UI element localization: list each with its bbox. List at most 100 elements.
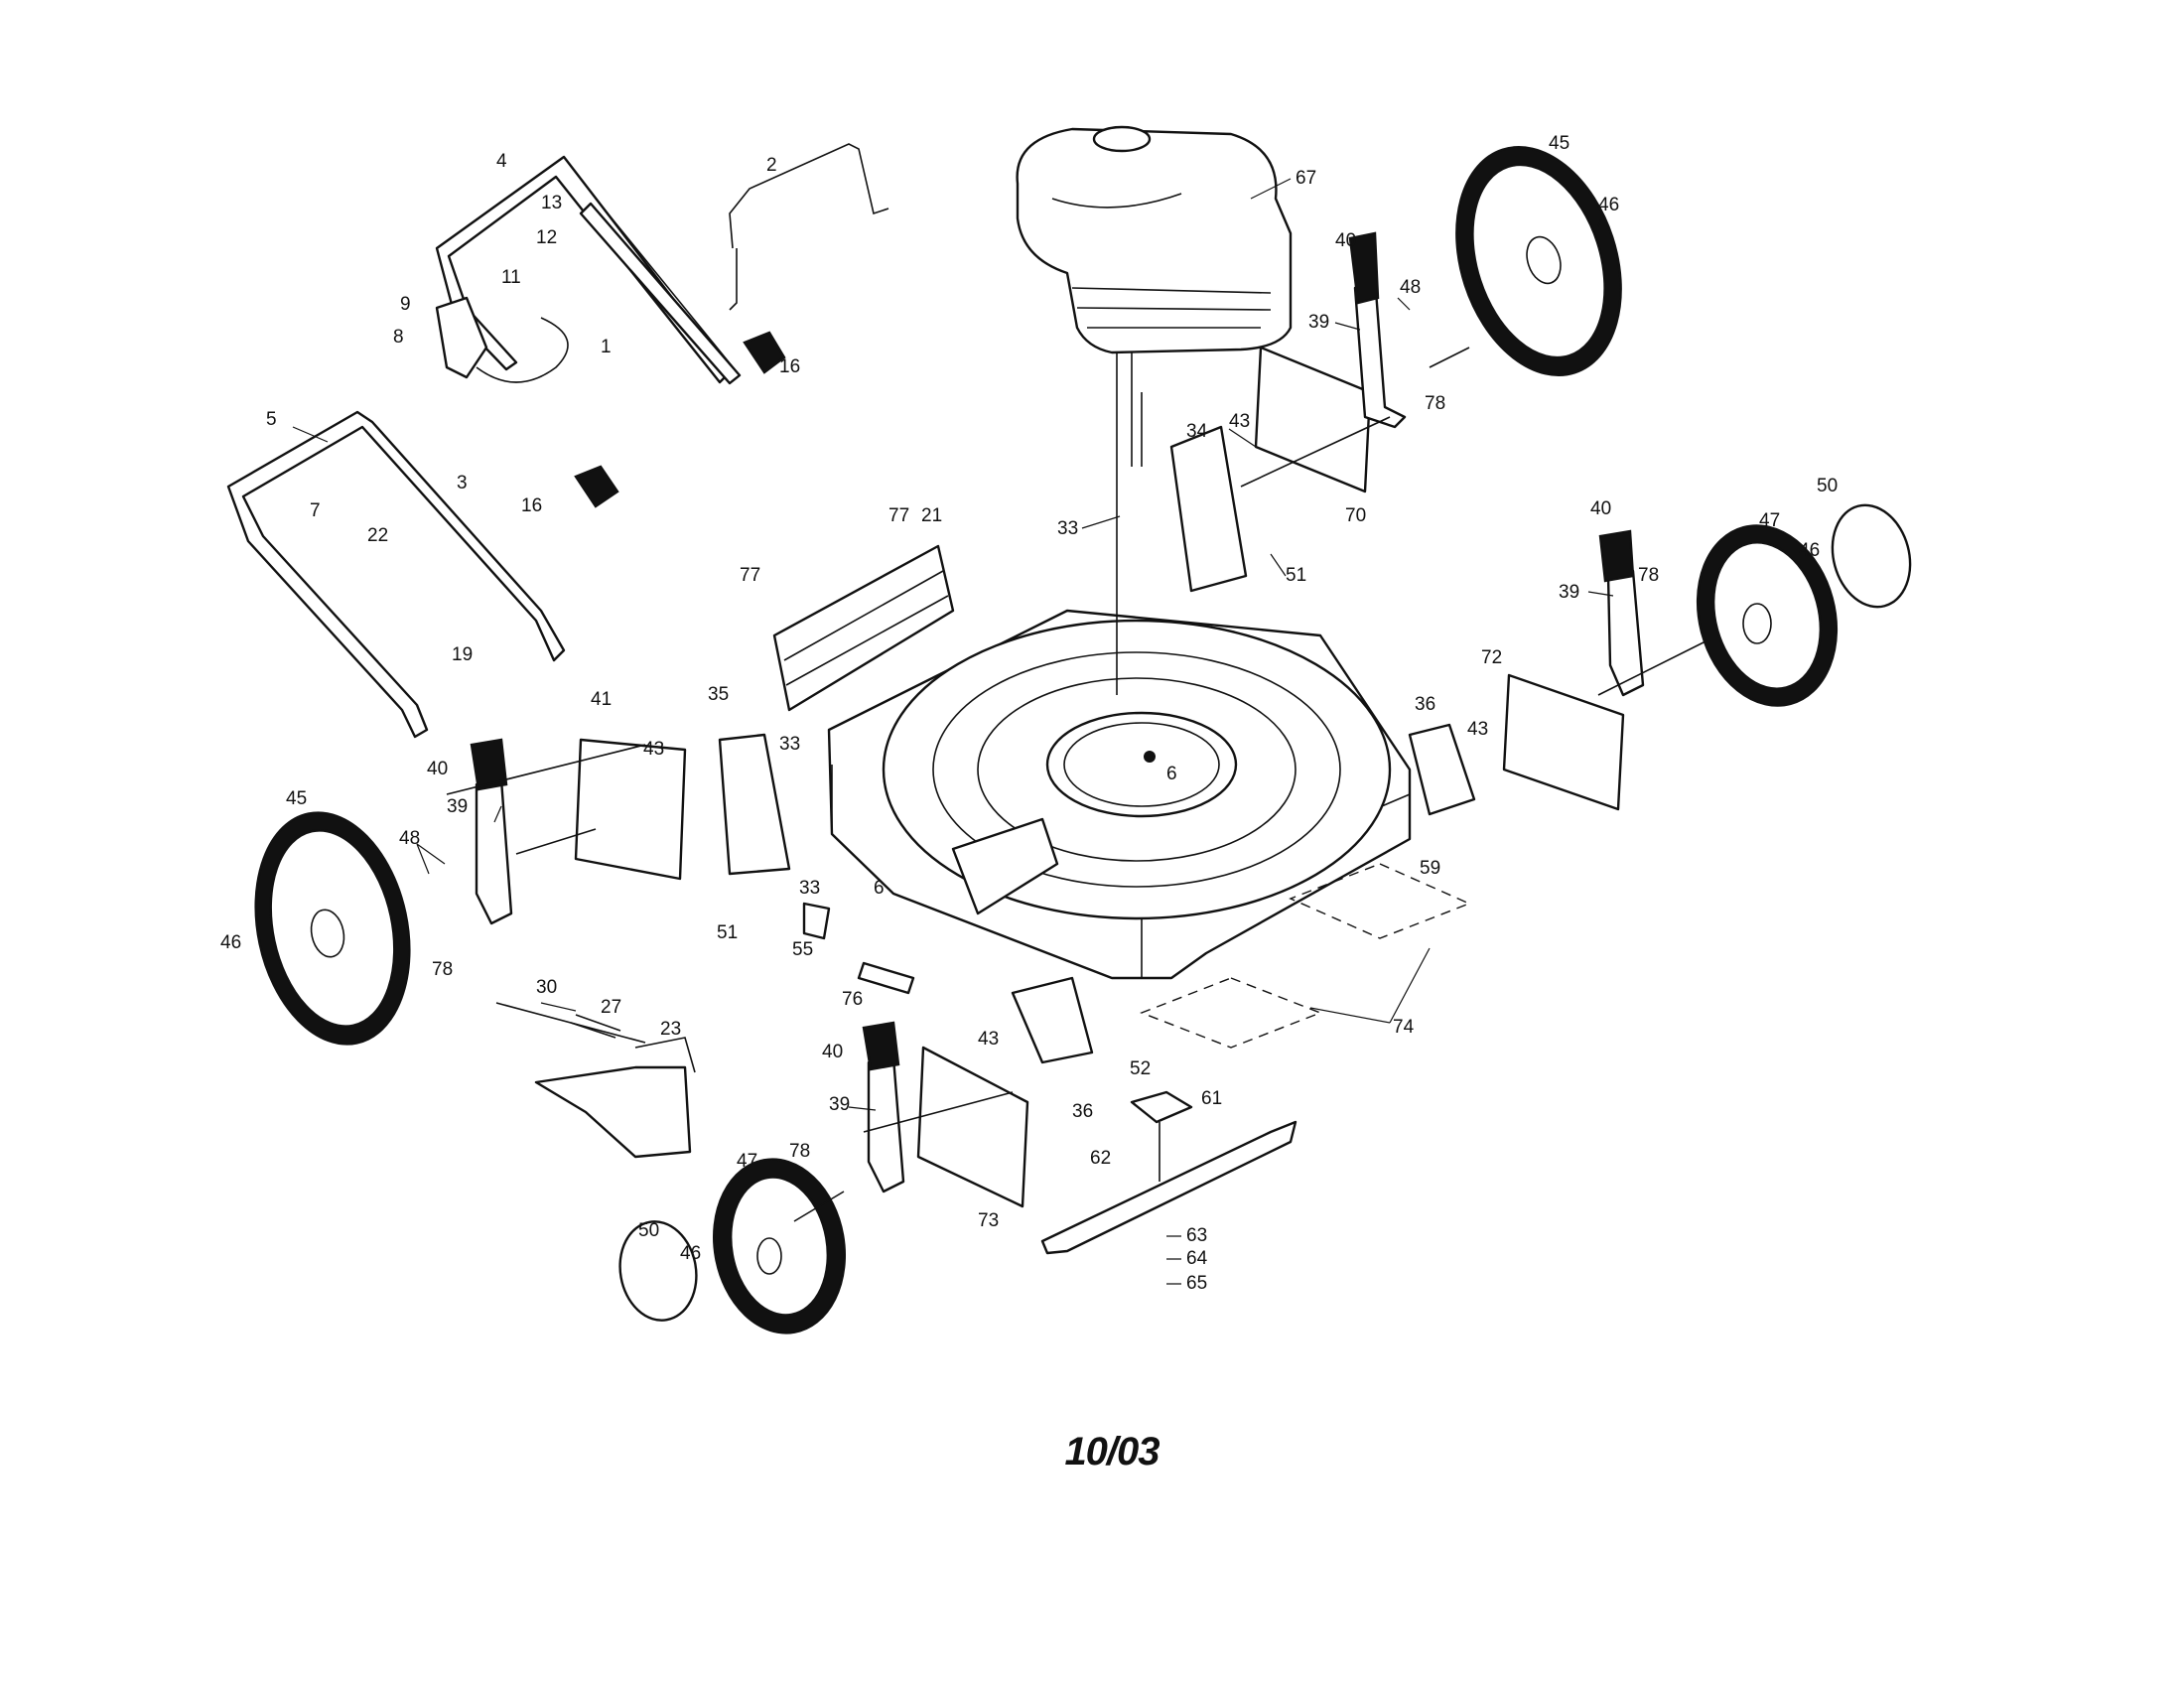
callout-74: 74 <box>1393 1017 1415 1038</box>
callout-34: 34 <box>1186 421 1208 442</box>
deck-center-bolt <box>1144 751 1156 763</box>
plate-36-front <box>1011 976 1094 1064</box>
callout-40-front-right: 40 <box>1590 498 1611 519</box>
callout-35: 35 <box>708 684 729 705</box>
callout-43-right: 43 <box>1467 719 1488 740</box>
clip-76 <box>857 961 915 995</box>
lever-grip-front-right <box>1598 529 1635 583</box>
engine <box>1016 125 1293 695</box>
blade-adapter <box>1130 1090 1193 1124</box>
lower-handle <box>226 410 566 739</box>
lever-grip-rear-left <box>470 738 508 791</box>
callout-77-lower: 77 <box>740 565 760 586</box>
callout-51-left: 51 <box>717 922 738 943</box>
callout-33-mid: 33 <box>779 734 800 755</box>
callout-16-lower: 16 <box>521 495 542 516</box>
rear-door <box>534 1065 692 1159</box>
spring-27 <box>570 1014 621 1039</box>
callout-78-rear-right: 78 <box>1425 393 1445 414</box>
callout-48-rear-left: 48 <box>399 828 420 849</box>
callout-9: 9 <box>400 294 411 315</box>
callout-43-left: 43 <box>643 739 664 760</box>
axle-rear <box>1240 347 1470 488</box>
lever-front-right <box>1606 569 1645 697</box>
plate-36-right <box>1408 723 1476 816</box>
upper-handle <box>435 155 742 385</box>
callout-6-lower: 6 <box>874 878 885 899</box>
callout-45-rear-left: 45 <box>286 788 307 809</box>
callout-52: 52 <box>1130 1058 1151 1079</box>
bracket-70 <box>1254 346 1372 493</box>
callout-11: 11 <box>501 267 521 288</box>
callout-64: 64 <box>1186 1248 1208 1269</box>
label-55 <box>802 902 831 940</box>
callout-50-right: 50 <box>1817 476 1838 496</box>
callout-36-front: 36 <box>1072 1101 1093 1122</box>
callout-73: 73 <box>978 1210 999 1231</box>
wheel-rear-right <box>1455 146 1622 376</box>
callout-numbers: 45 67 46 40 48 39 78 70 34 43 33 51 4 2 … <box>220 133 1838 1294</box>
lever-rear-left <box>475 777 513 925</box>
callout-48-rear-right: 48 <box>1400 277 1421 298</box>
callout-46-front-right: 46 <box>1799 540 1820 561</box>
callout-36-right: 36 <box>1415 694 1435 715</box>
date-code: 10/03 <box>1064 1430 1160 1474</box>
dashed-area-59 <box>1289 863 1471 939</box>
cable-bracket <box>435 296 569 383</box>
callout-72: 72 <box>1481 647 1502 668</box>
callout-41: 41 <box>591 689 612 710</box>
callout-12: 12 <box>536 227 557 248</box>
callout-39-rear-left: 39 <box>447 796 468 817</box>
callout-46-rear-left: 46 <box>220 932 241 953</box>
callout-61: 61 <box>1201 1088 1222 1109</box>
callout-45-rear-right: 45 <box>1549 133 1570 154</box>
blade <box>1040 1120 1297 1255</box>
hubcap-right <box>1831 503 1912 609</box>
wheel-front-left <box>712 1158 847 1334</box>
leader-lines <box>292 178 1614 1285</box>
callout-22: 22 <box>367 525 388 546</box>
plate-34 <box>1169 425 1248 593</box>
axle-rear-left <box>446 744 646 855</box>
callout-33-rear: 33 <box>1057 518 1078 539</box>
callout-46-rear-right: 46 <box>1598 195 1619 215</box>
callout-46-front-left: 46 <box>680 1243 701 1264</box>
callout-7: 7 <box>310 500 321 521</box>
callout-23: 23 <box>660 1019 681 1040</box>
callout-40-front-left: 40 <box>822 1042 843 1062</box>
callout-55: 55 <box>792 939 813 960</box>
callout-77-upper: 77 <box>888 505 909 526</box>
lever-grip-front-left <box>862 1021 900 1071</box>
control-bail <box>729 143 889 311</box>
callout-8: 8 <box>393 327 404 348</box>
knob-upper <box>743 331 786 374</box>
callout-3: 3 <box>457 473 468 493</box>
callout-39-front-right: 39 <box>1559 582 1579 603</box>
callout-39-rear-right: 39 <box>1308 312 1329 333</box>
axle-front-left <box>793 1091 1014 1222</box>
hubcap-left <box>618 1220 698 1322</box>
callout-78-front-left: 78 <box>789 1141 810 1162</box>
callout-70: 70 <box>1345 505 1366 526</box>
callout-76: 76 <box>842 989 863 1010</box>
bracket-73 <box>916 1046 1029 1208</box>
wheel-rear-left <box>254 811 411 1046</box>
callout-33-lower: 33 <box>799 878 820 899</box>
dashed-area-74 <box>1140 977 1322 1049</box>
rear-shield <box>772 544 955 712</box>
callout-16-upper: 16 <box>779 356 800 377</box>
callout-5: 5 <box>266 409 277 430</box>
bracket-72 <box>1502 673 1625 811</box>
callout-78-front-right: 78 <box>1638 565 1659 586</box>
lever-grip-rear-right <box>1348 231 1380 305</box>
callout-21: 21 <box>921 505 942 526</box>
wheel-front-right <box>1696 524 1839 707</box>
callout-43-front: 43 <box>978 1029 999 1050</box>
callout-40-rear-left: 40 <box>427 759 448 779</box>
callout-47-front-left: 47 <box>737 1151 757 1172</box>
knob-lower <box>574 465 619 508</box>
callout-59: 59 <box>1420 858 1440 879</box>
bracket-41 <box>574 738 687 881</box>
